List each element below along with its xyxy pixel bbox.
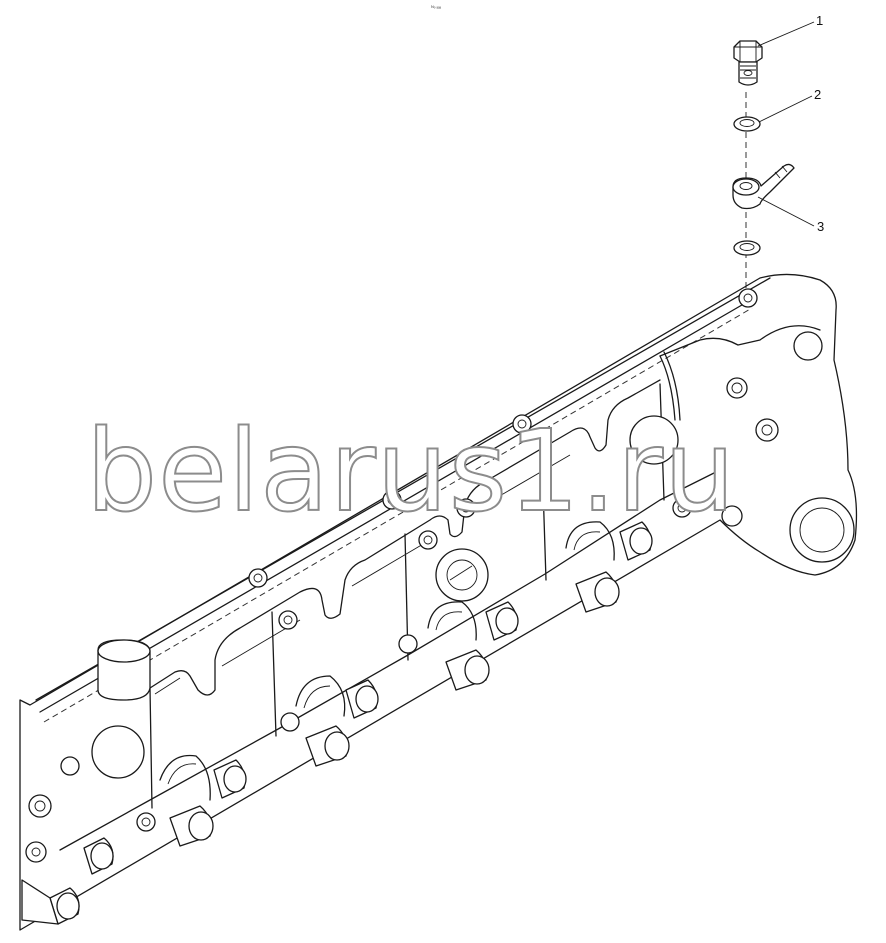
exploded-parts — [732, 40, 795, 300]
ports — [91, 415, 855, 779]
housing-outline — [19, 273, 858, 931]
valve-cover-housing — [19, 273, 858, 931]
callout-1-leader — [757, 21, 815, 47]
tube-stubs — [21, 521, 653, 925]
part-2-washer-upper — [733, 116, 761, 132]
callout-3-label: 3 — [817, 219, 824, 234]
part-3-banjo-fitting — [732, 163, 795, 210]
rail-bosses — [248, 288, 758, 588]
top-mark: Nₒ ₐₐₐ — [431, 4, 441, 9]
callout-1-label: 1 — [816, 13, 823, 28]
watermark: belarus1.ru — [86, 407, 736, 537]
part-2-washer-lower — [733, 240, 761, 256]
pockets — [159, 521, 615, 801]
callout-3-leader — [757, 196, 815, 227]
callout-2-label: 2 — [814, 87, 821, 102]
callout-2-leader — [758, 95, 813, 123]
part-1-banjo-bolt — [733, 40, 763, 86]
callouts: 1 2 3 — [757, 13, 824, 234]
small-bosses — [25, 331, 823, 863]
